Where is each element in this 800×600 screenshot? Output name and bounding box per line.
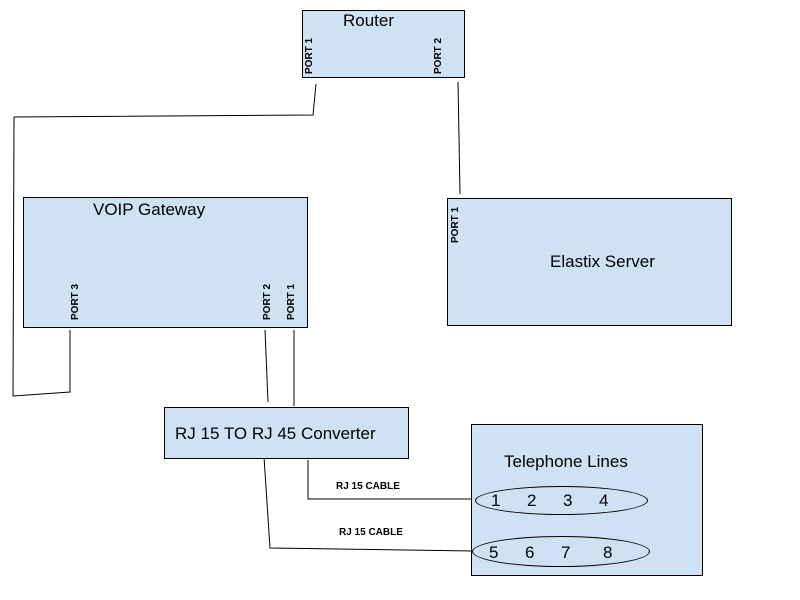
converter-to-line-1-wire [307,460,475,500]
line-number: 4 [599,491,609,510]
voip-port-1-label: PORT 1 [286,283,297,320]
rj15-cable-label-top: RJ 15 CABLE [336,481,400,492]
elastix-server-box [447,198,732,326]
line-number: 7 [561,543,571,562]
router-title: Router [343,11,395,30]
line-number: 8 [603,543,613,562]
line-number: 6 [525,543,535,562]
rj15-cable-label-bottom: RJ 15 CABLE [339,527,403,538]
line-number: 5 [489,543,499,562]
voip-port2-to-converter-wire [264,329,269,403]
converter-title: RJ 15 TO RJ 45 Converter [175,424,376,443]
router-to-voip-wire [12,83,317,397]
line-number: 2 [527,491,537,510]
voip-gateway-title: VOIP Gateway [93,200,206,219]
voip-gateway-box [23,197,308,328]
router-port-2-label: PORT 2 [433,37,444,74]
converter-box [164,407,409,459]
voip-port-2-label: PORT 2 [262,283,273,320]
line-group-1-4 [475,486,648,515]
telephone-lines-title: Telephone Lines [504,452,628,471]
router-to-elastix-wire [457,81,461,195]
elastix-port-1-label: PORT 1 [450,206,461,243]
converter-to-line-5-wire [263,456,474,552]
voip-port-3-label: PORT 3 [70,283,81,320]
elastix-server-title: Elastix Server [550,252,655,271]
line-group-5-8 [472,536,650,567]
router-box [302,10,465,78]
line-number: 3 [563,491,573,510]
line-number: 1 [491,491,501,510]
router-port-1-label: PORT 1 [304,37,315,74]
